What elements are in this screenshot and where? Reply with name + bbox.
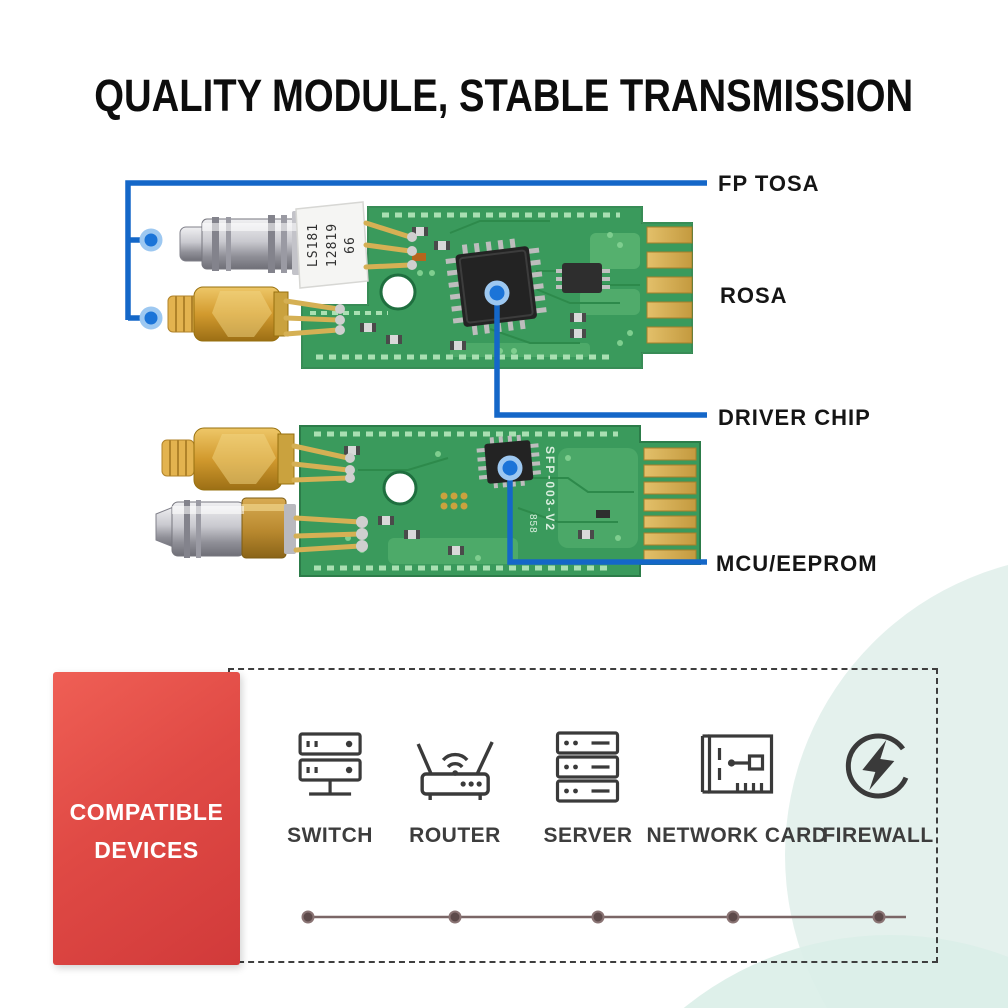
silkscreen-code-text: 858 xyxy=(527,514,538,534)
device-label: FIREWALL xyxy=(822,824,934,847)
pcb-bottom: SFP-003-V2 858 xyxy=(299,425,701,577)
sfp-module-photo-bottom: SFP-003-V2 858 xyxy=(155,425,701,577)
device-firewall: FIREWALL xyxy=(822,728,933,848)
callout-label-mcu-eeprom: MCU/EEPROM xyxy=(716,551,878,576)
device-switch: SWITCH xyxy=(287,728,373,848)
callout-label-fp-tosa: FP TOSA xyxy=(718,171,820,196)
heading-line-2: DEVICES xyxy=(94,836,199,863)
network-card-icon xyxy=(701,734,774,794)
page-title-text: QUALITY MODULE, STABLE TRANSMISSION xyxy=(94,70,914,121)
page-title: QUALITY MODULE, STABLE TRANSMISSION xyxy=(0,70,1008,122)
gold-edge-fingers xyxy=(643,447,697,563)
callout-label-driver-chip: DRIVER CHIP xyxy=(718,405,871,430)
sfp-module-photo-top: LS181 12819 66 xyxy=(167,201,693,369)
switch-icon xyxy=(298,732,362,796)
soic-chip-component xyxy=(556,263,610,293)
tosa-label-line1: LS181 xyxy=(306,223,321,267)
rosa-connector xyxy=(161,427,355,491)
callout-label-rosa: ROSA xyxy=(720,283,788,308)
device-label: ROUTER xyxy=(409,824,501,847)
tosa-connector xyxy=(155,497,368,559)
tosa-label-line3: 66 xyxy=(343,236,358,254)
server-icon xyxy=(556,731,620,803)
silkscreen-model-text: SFP-003-V2 xyxy=(543,446,557,532)
router-icon xyxy=(416,741,494,800)
device-label: SWITCH xyxy=(287,824,373,847)
device-label: SERVER xyxy=(543,824,633,847)
device-network-card: NETWORK CARD xyxy=(647,728,828,848)
device-router: ROUTER xyxy=(409,728,501,848)
heading-line-1: COMPATIBLE xyxy=(69,798,224,825)
firewall-icon xyxy=(845,733,911,799)
device-label: NETWORK CARD xyxy=(646,824,828,847)
device-server: SERVER xyxy=(544,728,633,848)
tosa-label-line2: 12819 xyxy=(325,223,340,267)
tosa-connector xyxy=(179,211,301,275)
compatible-devices-heading-box: COMPATIBLE DEVICES xyxy=(53,672,240,965)
